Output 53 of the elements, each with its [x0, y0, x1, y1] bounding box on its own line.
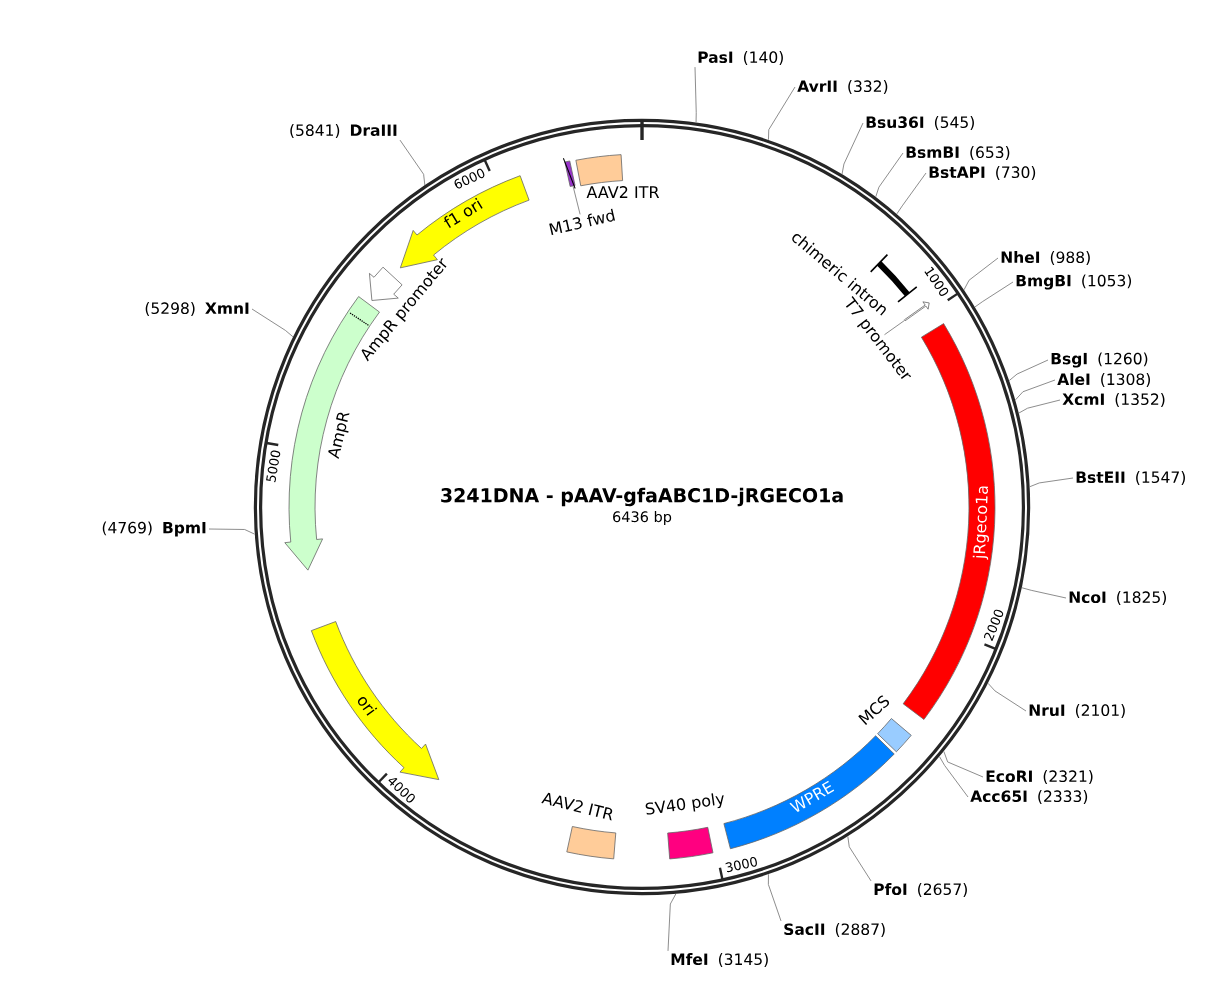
plasmid-name: 3241DNA - pAAV-gfaABC1D-jRGECO1a: [441, 487, 843, 507]
site-label: PasI (140): [698, 51, 783, 65]
site-label: BstAPI (730): [929, 166, 1036, 180]
site-label: BsmBI (653): [906, 146, 1010, 160]
site-label: NruI (2101): [1029, 704, 1125, 718]
tick-label: 3000: [725, 856, 757, 873]
leader-line: [767, 873, 782, 922]
leader-line: [208, 528, 255, 535]
leader-line: [884, 320, 905, 336]
site-label: PfoI (2657): [874, 883, 967, 897]
site-label: (5841) DraIII: [290, 124, 397, 138]
leader-line: [1018, 399, 1061, 414]
feature-label: M13 fwd: [549, 208, 615, 236]
site-label: XcmI (1352): [1062, 393, 1165, 407]
leader-line: [896, 172, 927, 215]
leader-line: [768, 86, 796, 141]
site-label: NheI (988): [1001, 251, 1090, 265]
leader-line: [963, 257, 999, 291]
site-label: SacII (2887): [784, 923, 885, 937]
leader-line: [1008, 359, 1049, 381]
leader-line: [943, 750, 984, 778]
leader-line: [399, 139, 426, 186]
site-label: (4769) BpmI: [102, 521, 206, 537]
leader-line: [987, 682, 1027, 712]
site-label: MfeI (3145): [671, 953, 768, 967]
site-label: AvrII (332): [797, 80, 888, 94]
leader-line: [572, 185, 581, 215]
site-label: Acc65I (2333): [970, 790, 1088, 804]
site-label: (5298) XmnI: [145, 302, 249, 316]
site-label: BmgBI (1053): [1016, 274, 1132, 290]
leader-line: [1021, 587, 1067, 599]
leader-line: [1029, 477, 1074, 488]
site-label: NcoI (1825): [1069, 591, 1166, 605]
site-label: EcoRI (2321): [986, 770, 1093, 784]
site-label: BsgI (1260): [1051, 352, 1148, 368]
feature-label: AmpR: [328, 412, 350, 460]
feature-label: AAV2 ITR: [541, 792, 613, 821]
leader-line: [667, 893, 677, 952]
leader-line: [841, 122, 864, 175]
leader-line: [875, 152, 904, 198]
leader-line: [694, 66, 697, 123]
leader-line: [847, 835, 872, 882]
feature-label: SV40 poly: [645, 793, 724, 815]
site-label: BstEII (1547): [1076, 471, 1185, 485]
site-label: Bsu36I (545): [866, 116, 974, 130]
feature-label: AAV2 ITR: [586, 186, 660, 198]
sequence-length: 6436 bp: [613, 511, 672, 525]
primer-bar: [562, 157, 576, 189]
leader-line: [974, 281, 1014, 308]
leader-line: [939, 756, 969, 798]
leader-line: [1014, 379, 1056, 401]
site-label: AleI (1308): [1057, 373, 1150, 387]
leader-line: [251, 308, 294, 338]
